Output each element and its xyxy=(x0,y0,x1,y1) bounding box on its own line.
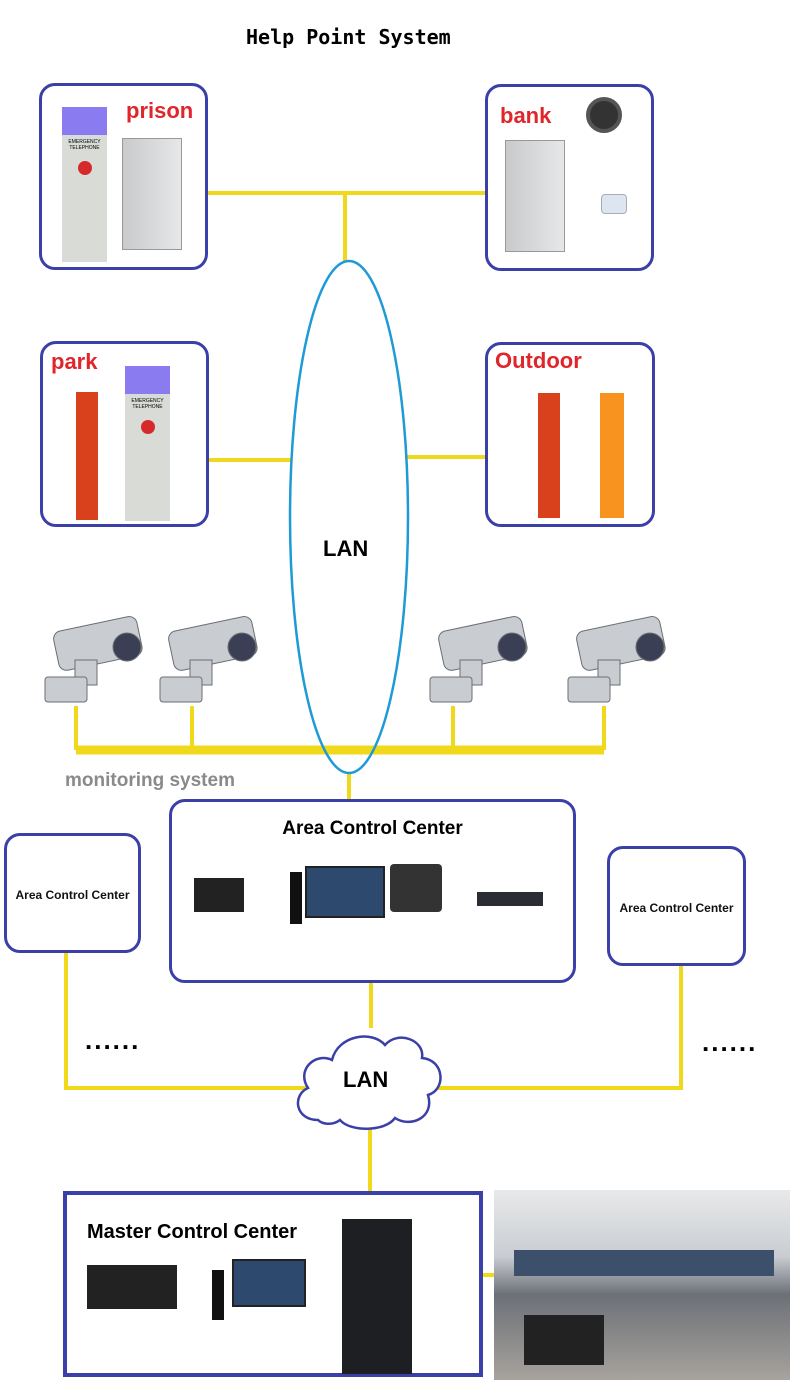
video-wall xyxy=(514,1250,774,1276)
monitoring-system-label: monitoring system xyxy=(65,770,235,791)
camera-icon xyxy=(429,616,528,703)
site-bank: bank xyxy=(485,84,654,271)
video-phone-icon xyxy=(390,864,442,912)
area-center-title: Area Control Center xyxy=(282,818,463,839)
site-label-bank: bank xyxy=(500,103,552,128)
diagram-title: Help Point System xyxy=(246,25,451,49)
camera-icon xyxy=(159,616,258,703)
site-outdoor: Outdoor xyxy=(485,342,655,527)
ellipsis-right: ...... xyxy=(702,1027,758,1057)
emergency-telephone-tower-icon: EMERGENCY TELEPHONE xyxy=(62,107,107,262)
camera-icon xyxy=(44,616,143,703)
link-left-area-cloud xyxy=(64,952,312,1090)
server-rack-icon xyxy=(342,1219,412,1374)
ellipsis-left: ...... xyxy=(85,1025,141,1055)
area-control-center-left: Area Control Center xyxy=(4,833,141,953)
lan-label: LAN xyxy=(323,536,369,561)
pc-tower-icon xyxy=(290,872,302,924)
emergency-telephone-tower-icon: EMERGENCY TELEPHONE xyxy=(125,366,170,521)
pc-tower-icon xyxy=(212,1270,224,1320)
siren-speaker-icon xyxy=(586,97,622,133)
site-label-prison: prison xyxy=(126,98,194,123)
master-control-center: Master Control Center xyxy=(63,1191,483,1377)
link-right-area-cloud xyxy=(430,965,683,1090)
monitor-icon xyxy=(232,1259,306,1307)
area-control-center-right: Area Control Center xyxy=(607,846,746,966)
rack-server-icon xyxy=(477,892,543,906)
camera-icon xyxy=(567,616,666,703)
video-console-icon xyxy=(194,878,244,912)
site-label-outdoor: Outdoor xyxy=(495,348,582,373)
site-label-park: park xyxy=(51,349,98,374)
site-prison: prison EMERGENCY TELEPHONE xyxy=(39,83,208,270)
lan-ellipse xyxy=(288,259,410,775)
control-room-photo xyxy=(494,1190,790,1380)
area-control-center-main: Area Control Center xyxy=(169,799,576,983)
video-console-icon xyxy=(87,1265,177,1309)
sensor-icon xyxy=(601,194,627,214)
master-title: Master Control Center xyxy=(87,1221,298,1243)
lan-cloud-icon xyxy=(296,1035,442,1130)
intercom-panel-icon xyxy=(505,140,565,252)
monitor-icon xyxy=(305,866,385,918)
camera-icons xyxy=(44,616,666,703)
help-point-column-icon xyxy=(76,392,98,520)
cloud-lan-label: LAN xyxy=(343,1067,389,1092)
site-park: park EMERGENCY TELEPHONE xyxy=(40,341,209,527)
solar-help-point-icon xyxy=(600,393,624,518)
help-point-column-icon xyxy=(538,393,560,518)
intercom-panel-icon xyxy=(122,138,182,250)
video-console-icon xyxy=(524,1315,604,1365)
